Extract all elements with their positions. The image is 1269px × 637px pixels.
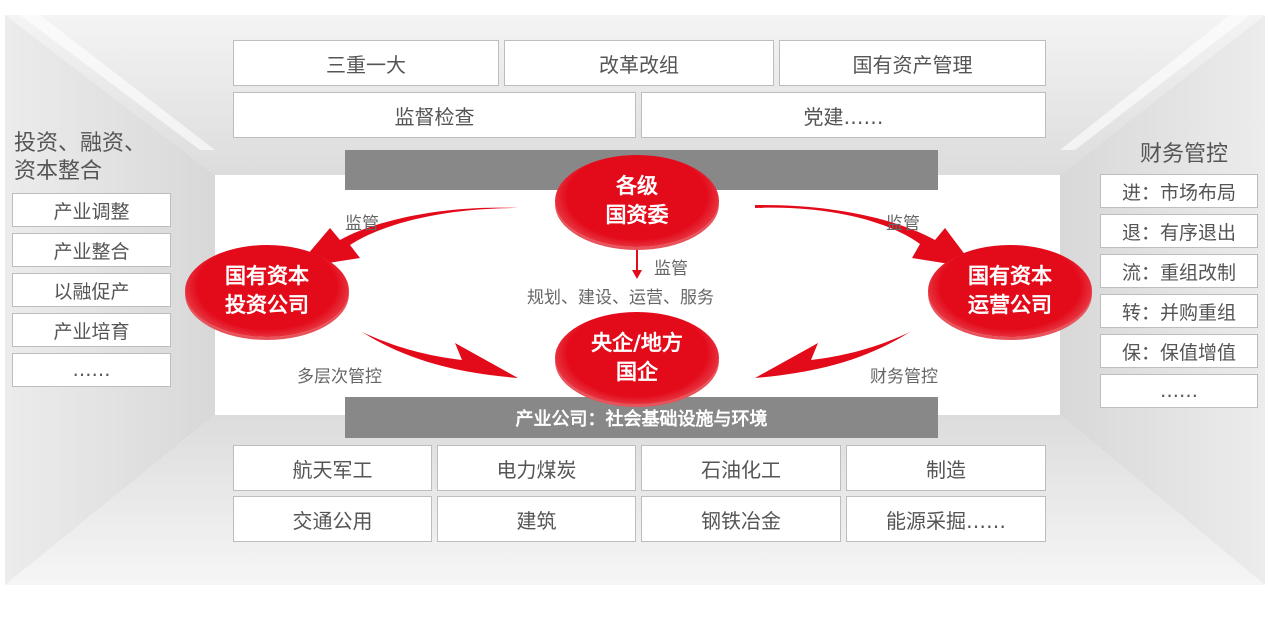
right-item: 转：并购重组 bbox=[1100, 294, 1258, 328]
right-item: 保：保值增值 bbox=[1100, 334, 1258, 368]
node-investment-company: 国有资本投资公司 bbox=[185, 245, 349, 337]
arrow-top-left bbox=[296, 207, 518, 268]
node-sasac: 各级国资委 bbox=[555, 155, 719, 247]
node-soe: 央企/地方国企 bbox=[555, 312, 719, 404]
right-title: 财务管控 bbox=[1140, 142, 1229, 167]
node-text: 国资委 bbox=[605, 203, 669, 227]
industry-box: 电力煤炭 bbox=[437, 445, 636, 491]
industry-box: 交通公用 bbox=[233, 496, 432, 542]
industry-box: 钢铁冶金 bbox=[641, 496, 841, 542]
label-functions: 规划、建设、运营、服务 bbox=[527, 288, 714, 308]
right-item: 退：有序退出 bbox=[1100, 214, 1258, 248]
node-operation-company: 国有资本运营公司 bbox=[928, 245, 1092, 337]
industry-box: 建筑 bbox=[437, 496, 636, 542]
arrow-down bbox=[632, 270, 642, 279]
label-multi-level: 多层次管控 bbox=[297, 367, 382, 387]
node-text: 国企 bbox=[616, 360, 658, 384]
node-text: 国有资本 bbox=[968, 264, 1052, 288]
label-finance: 财务管控 bbox=[870, 367, 938, 387]
left-item: …… bbox=[12, 353, 171, 387]
node-text: 运营公司 bbox=[968, 293, 1052, 317]
top-box: 监督检查 bbox=[233, 92, 636, 138]
left-title: 投资、融资、资本整合 bbox=[14, 130, 146, 186]
industry-box: 制造 bbox=[846, 445, 1046, 491]
left-title-line: 资本整合 bbox=[14, 159, 103, 184]
right-item: 流：重组改制 bbox=[1100, 254, 1258, 288]
industry-box: 石油化工 bbox=[641, 445, 841, 491]
industry-box: 航天军工 bbox=[233, 445, 432, 491]
label-supervision-right: 监管 bbox=[886, 214, 920, 234]
right-item: …… bbox=[1100, 374, 1258, 408]
top-box: 改革改组 bbox=[504, 40, 774, 86]
top-box: 国有资产管理 bbox=[779, 40, 1046, 86]
node-text: 央企/地方 bbox=[591, 331, 683, 355]
arrow-bottom-right bbox=[755, 332, 910, 378]
node-text: 各级 bbox=[616, 174, 658, 198]
left-item: 产业整合 bbox=[12, 233, 171, 267]
left-item: 以融促产 bbox=[12, 273, 171, 307]
label-supervision-center: 监管 bbox=[654, 259, 688, 279]
left-title-line: 投资、融资、 bbox=[14, 131, 147, 156]
node-text: 投资公司 bbox=[225, 293, 309, 317]
top-box: 三重一大 bbox=[233, 40, 499, 86]
left-item: 产业培育 bbox=[12, 313, 171, 347]
arrow-top-right bbox=[755, 204, 975, 268]
node-text: 国有资本 bbox=[225, 264, 309, 288]
label-supervision-left: 监管 bbox=[345, 214, 379, 234]
right-item: 进：市场布局 bbox=[1100, 174, 1258, 208]
left-item: 产业调整 bbox=[12, 193, 171, 227]
top-box: 党建…… bbox=[641, 92, 1046, 138]
arrow-bottom-left bbox=[362, 332, 518, 378]
industry-box: 能源采掘…… bbox=[846, 496, 1046, 542]
